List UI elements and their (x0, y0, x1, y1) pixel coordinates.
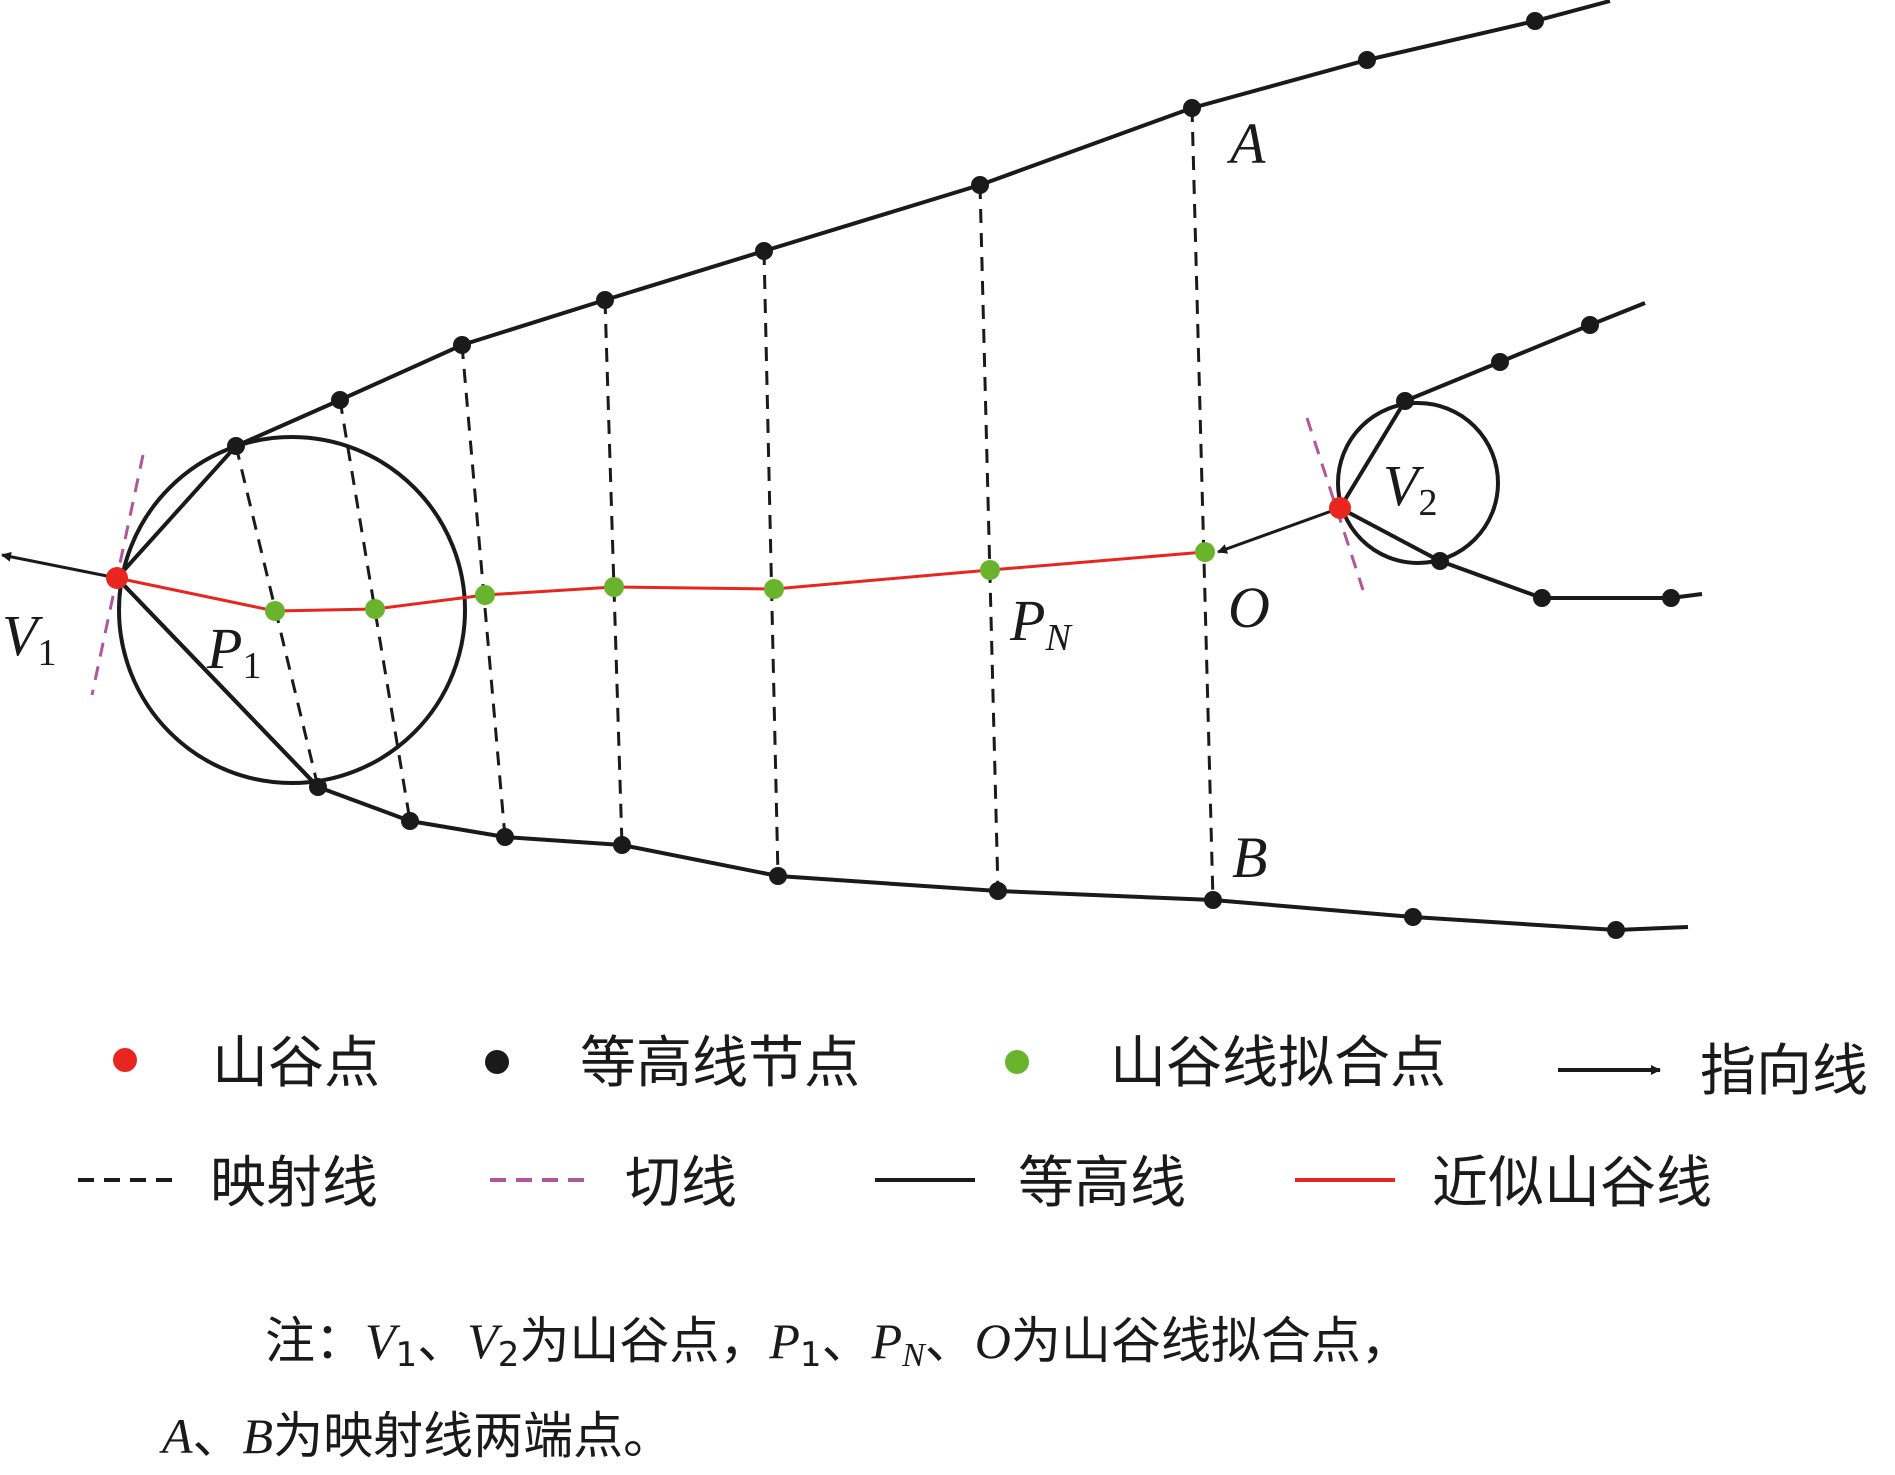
fit-points (265, 542, 1215, 621)
lower-contour-line (115, 576, 1689, 933)
fit-point (265, 601, 285, 621)
label-p1: P1 (206, 616, 261, 687)
approx-valley-line (116, 550, 1206, 613)
label-v1: V1 (2, 603, 56, 674)
v2-tangent-line (1305, 417, 1365, 591)
right-lower-contour-line (1339, 506, 1703, 600)
fit-point (764, 579, 784, 599)
mapping-line (978, 184, 1000, 892)
legend-valley-point-swatch (113, 1048, 137, 1072)
note-line-2: A、B为映射线两端点。 (159, 1407, 673, 1465)
contour-node (613, 836, 631, 854)
contour-node (971, 176, 989, 194)
label-b: B (1232, 825, 1267, 890)
legend-fit-point-label: 山谷线拟合点 (1110, 1031, 1446, 1096)
legend-valley-point-label: 山谷点 (212, 1031, 380, 1096)
contour-node (496, 828, 514, 846)
mapping-lines (234, 107, 1215, 901)
legend-contour-node-swatch (485, 1050, 509, 1074)
legend-contour-line-label: 等高线 (1018, 1151, 1186, 1216)
mapping-line (1190, 107, 1215, 901)
fit-point (365, 599, 385, 619)
contour-node (989, 882, 1007, 900)
fit-point (604, 577, 624, 597)
contour-node (1662, 589, 1680, 607)
contour-node (1404, 908, 1422, 926)
v1-chord-line (115, 576, 320, 789)
contour-node (1526, 12, 1544, 30)
note-line-1: 注：V1、V2为山谷点，P1、PN、O为山谷线拟合点， (265, 1312, 1411, 1375)
v1-circle (117, 435, 467, 785)
contour-node (1183, 99, 1201, 117)
valley-point-v1 (106, 567, 128, 589)
contour-node (1431, 552, 1449, 570)
contour-node (769, 867, 787, 885)
mapping-line (762, 250, 780, 877)
contour-node (309, 778, 327, 796)
label-o: O (1228, 575, 1270, 640)
label-a: A (1226, 111, 1266, 176)
contour-node (331, 391, 349, 409)
contour-node (1533, 589, 1551, 607)
contour-node (1607, 921, 1625, 939)
legend-valley-line-label: 近似山谷线 (1432, 1151, 1712, 1216)
legend: 山谷点 等高线节点 山谷线拟合点 指向线 映射线 切线 等高线 近似山谷线 (78, 1031, 1868, 1216)
legend-tangent-line-label: 切线 (625, 1151, 737, 1216)
valley-point-v2 (1329, 497, 1351, 519)
label-pn: PN (1009, 588, 1073, 659)
contour-node (401, 812, 419, 830)
v2-pointing-arrow (1217, 506, 1341, 554)
fit-point (980, 560, 1000, 580)
contour-node (1358, 51, 1376, 69)
legend-pointing-line-label: 指向线 (1700, 1039, 1868, 1104)
contour-node (1491, 353, 1509, 371)
contour-node (1581, 316, 1599, 334)
legend-contour-node-label: 等高线节点 (580, 1031, 860, 1096)
contour-node (453, 336, 471, 354)
label-v2: V2 (1383, 453, 1437, 524)
contour-node (596, 291, 614, 309)
legend-fit-point-swatch (1005, 1050, 1029, 1074)
contour-node (755, 242, 773, 260)
contour-nodes (227, 12, 1680, 939)
contour-node (227, 437, 245, 455)
fit-point (1195, 542, 1215, 562)
contour-node (1396, 392, 1414, 410)
v1-pointing-arrow (1, 551, 118, 580)
legend-mapping-line-label: 映射线 (210, 1151, 378, 1216)
v2-circle (1336, 401, 1500, 565)
fit-point (475, 585, 495, 605)
contour-node (1204, 891, 1222, 909)
mapping-line (603, 299, 624, 846)
